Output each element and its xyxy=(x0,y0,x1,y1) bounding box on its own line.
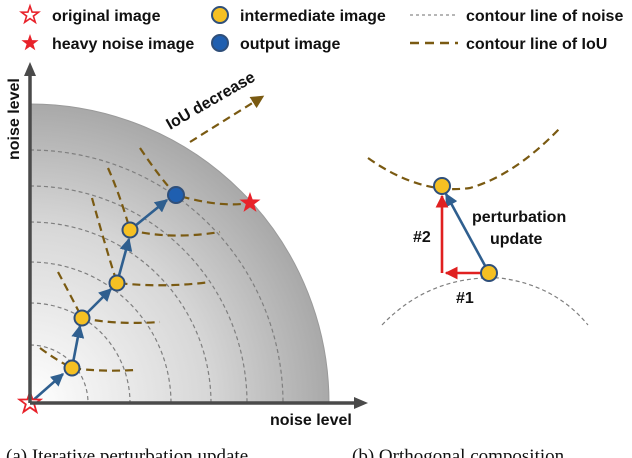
legend-original-star-icon xyxy=(19,3,41,25)
iou-contour-line xyxy=(57,271,161,324)
x-axis-label: noise level xyxy=(270,412,352,429)
noise-contours xyxy=(29,149,284,404)
step2-label: #2 xyxy=(413,229,431,246)
y-axis-label: noise level xyxy=(6,78,23,160)
composite-update-arrow xyxy=(444,192,491,274)
legend-heavy-noise-label: heavy noise image xyxy=(52,36,194,53)
intermediate-image-node xyxy=(108,274,126,292)
legend: original image heavy noise image interme… xyxy=(19,3,623,53)
noise-contour-line xyxy=(29,221,212,404)
path-arrow xyxy=(29,373,64,404)
noise-quarter-disk xyxy=(29,103,330,404)
iou-contour-line xyxy=(90,197,211,287)
right-panel: perturbation update #2 #1 xyxy=(367,127,589,326)
noise-contour-line xyxy=(29,261,172,404)
y-axis-arrowhead-icon xyxy=(24,62,36,76)
legend-noise-contour-label: contour line of noise xyxy=(466,8,623,25)
iou-decrease-label: IoU decrease xyxy=(164,69,259,134)
output-image-node xyxy=(167,186,185,204)
noise-contour-line xyxy=(381,277,589,326)
legend-iou-contour-label: contour line of IoU xyxy=(466,36,607,53)
update-label: update xyxy=(490,231,543,248)
perturbation-label: perturbation xyxy=(472,209,566,226)
legend-intermediate-dot-icon xyxy=(211,6,229,24)
updated-node xyxy=(433,177,451,195)
iou-contour-line xyxy=(39,347,136,372)
legend-output-label: output image xyxy=(240,36,341,53)
noise-contour-line xyxy=(29,149,284,404)
noise-contour-line xyxy=(29,185,248,404)
left-caption: (a) Iterative perturbation update xyxy=(6,446,248,458)
legend-heavy-noise-star-icon xyxy=(21,34,39,51)
legend-intermediate-label: intermediate image xyxy=(240,8,386,25)
intermediate-image-node xyxy=(63,359,81,377)
intermediate-image-node xyxy=(73,309,91,327)
heavy-noise-star-icon xyxy=(239,192,261,212)
x-axis-arrowhead-icon xyxy=(354,397,368,409)
legend-output-dot-icon xyxy=(211,34,229,52)
step1-label: #1 xyxy=(456,290,474,307)
intermediate-image-node xyxy=(121,221,139,239)
intermediate-nodes xyxy=(63,221,139,377)
start-node xyxy=(480,264,498,282)
iou-contour-line xyxy=(367,127,561,191)
right-caption: (b) Orthogonal composition xyxy=(352,446,565,458)
iou-decrease-arrow xyxy=(189,95,265,143)
left-panel: noise level noise level IoU decrease xyxy=(6,62,368,429)
noise-contour-line xyxy=(29,302,131,404)
legend-original-label: original image xyxy=(52,8,161,25)
